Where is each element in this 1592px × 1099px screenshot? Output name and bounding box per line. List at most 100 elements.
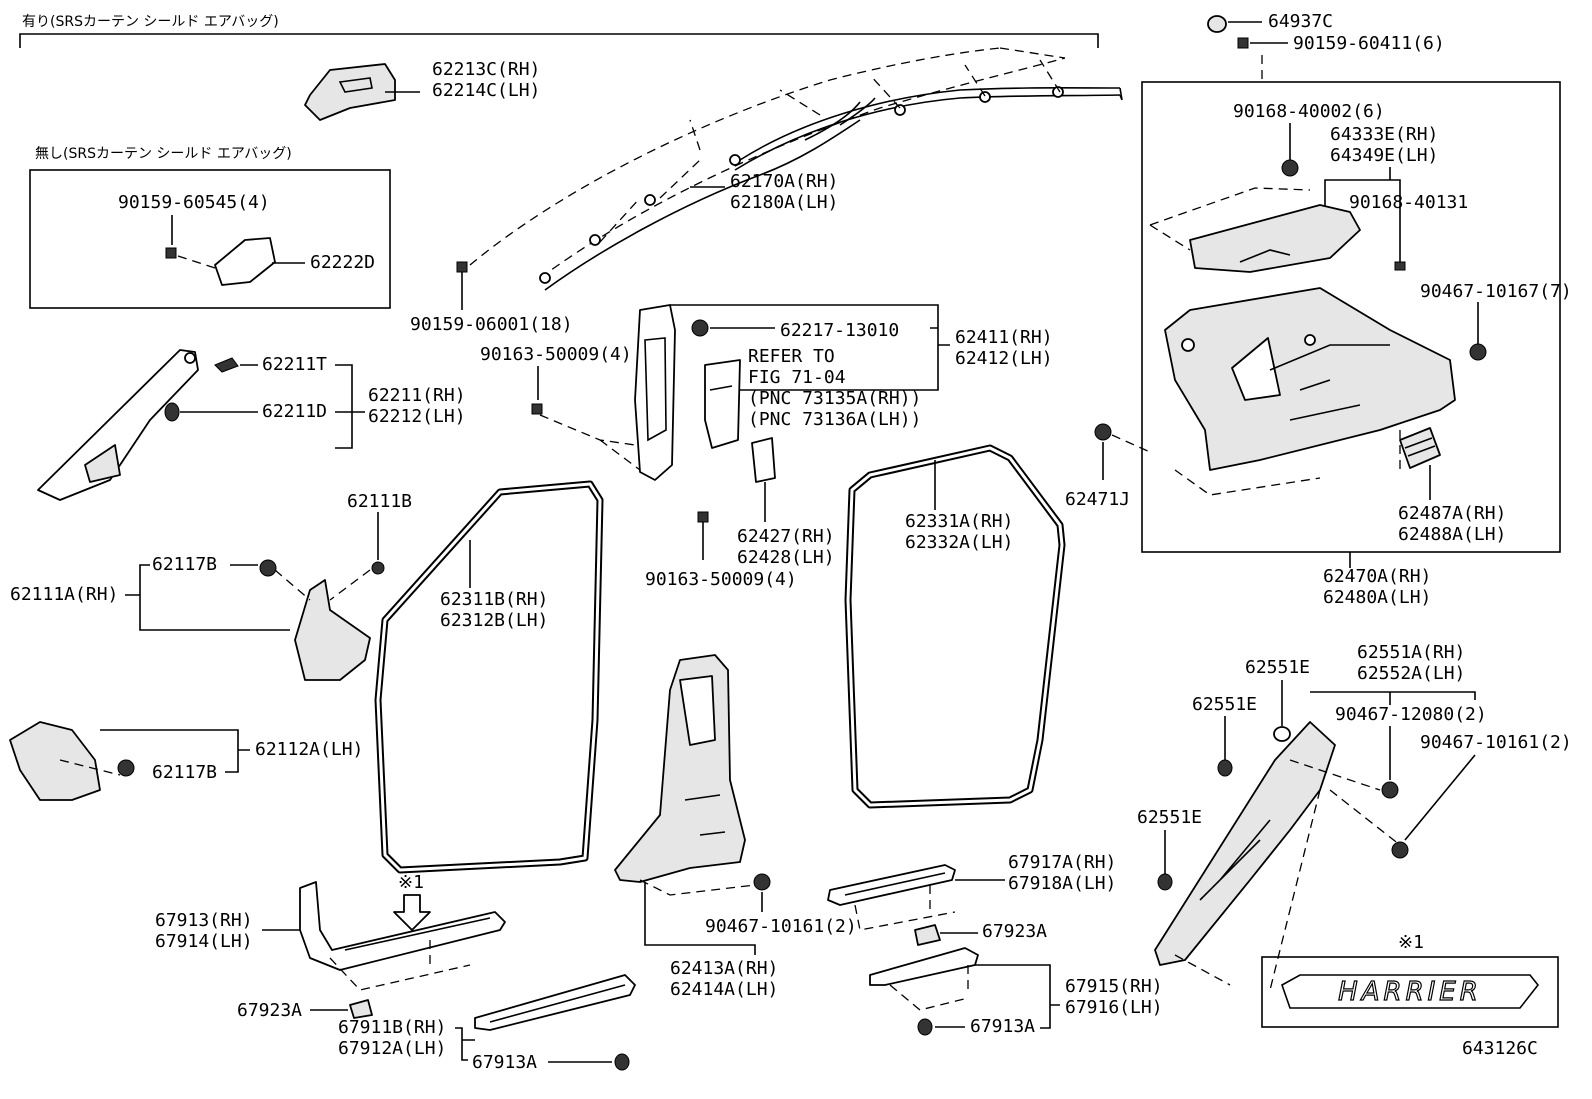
label-62222D: 62222D	[310, 252, 375, 273]
harrier-badge: HARRIER	[1338, 977, 1482, 1007]
with-srs-label: 有り(SRSカーテン シールド エアバッグ)	[22, 14, 279, 30]
part-62487A-vent	[1399, 427, 1441, 500]
label-67923A-a: 67923A	[237, 1000, 302, 1021]
label-90159-06001: 90159-06001(18)	[410, 314, 573, 335]
label-67913: 67913(RH)	[155, 910, 253, 931]
label-62331A: 62331A(RH)	[905, 511, 1013, 532]
label-64349E: 64349E(LH)	[1330, 145, 1438, 166]
label-62112A: 62112A(LH)	[255, 739, 363, 760]
clip-62117B-icon	[259, 559, 277, 577]
part-64333E-cover	[1149, 187, 1361, 273]
clip-90467-12080-icon	[1381, 781, 1399, 799]
roof-side-garnish	[469, 47, 1123, 291]
part-62311B-weatherstrip	[374, 480, 604, 874]
clip-62111B-icon	[371, 561, 385, 575]
without-srs-box	[29, 169, 391, 309]
label-62551A: 62551A(RH)	[1357, 642, 1465, 663]
label-62428: 62428(LH)	[737, 547, 835, 568]
note-mark-arrow: ※1	[398, 872, 424, 893]
label-62551E-b: 62551E	[1192, 694, 1257, 715]
label-90168-40002: 90168-40002(6)	[1233, 101, 1385, 122]
screw-90163-b-icon	[697, 511, 709, 523]
clip-90467-10161-b-icon	[1391, 841, 1409, 859]
label-62332A: 62332A(LH)	[905, 532, 1013, 553]
label-62480A: 62480A(LH)	[1323, 587, 1431, 608]
label-62488A: 62488A(LH)	[1398, 524, 1506, 545]
label-67918A: 67918A(LH)	[1008, 873, 1116, 894]
label-67916: 67916(LH)	[1065, 997, 1163, 1018]
label-62414A: 62414A(LH)	[670, 979, 778, 1000]
label-90163-50009-b: 90163-50009(4)	[645, 569, 797, 590]
label-67914: 67914(LH)	[155, 931, 253, 952]
label-62551E-a: 62551E	[1245, 657, 1310, 678]
part-62222D	[177, 237, 305, 286]
label-62111B: 62111B	[347, 491, 412, 512]
label-62180A: 62180A(LH)	[730, 192, 838, 213]
label-90467-10161-b: 90467-10161(2)	[1420, 732, 1572, 753]
clip-90467-10167-icon	[1469, 343, 1487, 361]
part-67915-scuff-plate	[869, 947, 979, 1011]
arrow-down-icon	[393, 894, 431, 931]
note-mark-badge: ※1	[1398, 932, 1424, 953]
harrier-badge-box	[1261, 956, 1559, 1028]
label-90159-60545: 90159-60545(4)	[118, 192, 270, 213]
screw-90163-a-icon	[531, 403, 543, 415]
label-90168-40131: 90168-40131	[1349, 192, 1468, 213]
label-67913A-a: 67913A	[472, 1052, 537, 1073]
label-62551E-c: 62551E	[1137, 807, 1202, 828]
label-62211T: 62211T	[262, 354, 327, 375]
part-67911B-step-plate	[474, 974, 636, 1031]
diagram-id: 643126C	[1462, 1038, 1538, 1059]
screw-90159-60411-icon	[1237, 37, 1249, 49]
refer-line-3: (PNC 73135A(RH))	[748, 388, 921, 409]
clip-90168-40002-icon	[1281, 159, 1299, 177]
clip-67913A-b-icon	[917, 1018, 933, 1036]
clip-90467-10161-a-icon	[753, 873, 771, 891]
label-62427: 62427(RH)	[737, 526, 835, 547]
screw-icon	[165, 247, 177, 259]
clip-62551E-c-icon	[1157, 873, 1173, 891]
label-67915: 67915(RH)	[1065, 976, 1163, 997]
part-62427	[751, 437, 776, 522]
label-62212: 62212(LH)	[368, 406, 466, 427]
clip-62551E-b-icon	[1217, 759, 1233, 777]
part-62213C	[304, 63, 420, 121]
refer-line-1: REFER TO	[748, 346, 835, 367]
label-90467-12080: 90467-12080(2)	[1335, 704, 1487, 725]
label-62214C: 62214C(LH)	[432, 80, 540, 101]
clip-67923A-a-icon	[349, 999, 373, 1019]
clip-67913A-a-icon	[614, 1053, 630, 1071]
label-62312B: 62312B(LH)	[440, 610, 548, 631]
label-90467-10161-a: 90467-10161(2)	[705, 916, 857, 937]
label-62111A: 62111A(RH)	[10, 584, 118, 605]
label-62413A: 62413A(RH)	[670, 958, 778, 979]
part-62470A-quarter-trim	[1164, 287, 1456, 496]
label-62487A: 62487A(RH)	[1398, 503, 1506, 524]
refer-line-2: FIG 71-04	[748, 367, 846, 388]
label-62311B: 62311B(RH)	[440, 589, 548, 610]
part-62211-pillar	[37, 349, 258, 501]
part-62331A-weatherstrip	[844, 444, 1066, 809]
part-62551A-pillar-lower	[1154, 721, 1401, 991]
label-62412: 62412(LH)	[955, 348, 1053, 369]
label-67912A: 67912A(LH)	[338, 1038, 446, 1059]
label-67911B: 67911B(RH)	[338, 1017, 446, 1038]
label-67917A: 67917A(RH)	[1008, 852, 1116, 873]
part-67913-scuff-plate	[299, 881, 506, 991]
srs-bracket: 有り(SRSカーテン シールド エアバッグ)	[19, 14, 1099, 48]
clip-62471J-icon	[1094, 423, 1112, 441]
label-64937C: 64937C	[1268, 11, 1333, 32]
label-62213C: 62213C(RH)	[432, 59, 540, 80]
label-90159-60411: 90159-60411(6)	[1293, 33, 1445, 54]
clip-90159-06001	[456, 261, 468, 310]
part-62111A-kick-panel	[274, 569, 371, 681]
clip-62551E-a-icon	[1273, 726, 1291, 742]
label-62211D: 62211D	[262, 401, 327, 422]
label-62117B-a: 62117B	[152, 554, 217, 575]
label-67913A-b: 67913A	[970, 1016, 1035, 1037]
label-62170A: 62170A(RH)	[730, 171, 838, 192]
without-srs-label: 無し(SRSカーテン シールド エアバッグ)	[35, 146, 292, 162]
label-62211: 62211(RH)	[368, 385, 466, 406]
part-67917A-scuff-plate	[827, 864, 956, 931]
